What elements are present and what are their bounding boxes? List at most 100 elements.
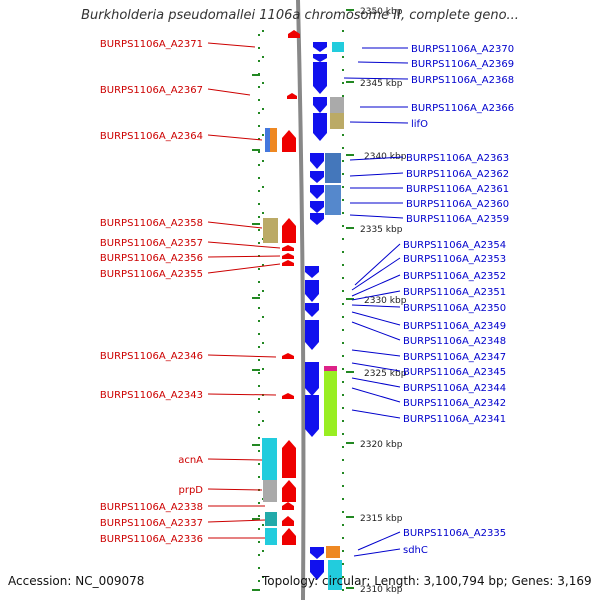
gene-label-right: BURPS1106A_A2370 — [411, 44, 514, 55]
label-connector — [353, 548, 401, 557]
scale-tick-label: 2340 kbp — [364, 152, 407, 162]
label-connector — [351, 304, 401, 308]
track-dot — [342, 342, 344, 344]
track-dot — [258, 268, 260, 270]
label-connector — [351, 377, 401, 388]
gene-arrow-left — [288, 34, 300, 38]
track-dot — [342, 316, 344, 318]
gene-arrow-right — [313, 113, 327, 141]
track-dot — [258, 203, 260, 205]
label-connector — [351, 409, 401, 419]
topology-text: Topology: circular; Length: 3,100,794 bp… — [262, 574, 592, 588]
label-connector — [351, 321, 401, 341]
gene-box — [328, 560, 342, 590]
label-connector — [349, 172, 404, 177]
gene-label-right: BURPS1106A_A2349 — [403, 321, 506, 332]
scale-tick-label: 2345 kbp — [360, 79, 403, 89]
gene-label-right: BURPS1106A_A2352 — [403, 271, 506, 282]
track-dot — [258, 138, 260, 140]
track-dot — [258, 242, 260, 244]
gene-label-right: BURPS1106A_A2360 — [406, 199, 509, 210]
backbone-line — [296, 0, 306, 600]
track-dot — [342, 524, 344, 526]
track-dot — [342, 225, 344, 227]
track-dot — [342, 212, 344, 214]
gene-box — [325, 153, 341, 183]
scale-tick — [252, 444, 260, 446]
track-dot — [262, 368, 264, 370]
gene-label-right: BURPS1106A_A2350 — [403, 303, 506, 314]
gene-box — [265, 128, 270, 152]
track-dot — [262, 576, 264, 578]
scale-tick — [252, 149, 260, 151]
label-connector — [207, 458, 263, 461]
track-dot — [258, 515, 260, 517]
scale-tick-label: 2335 kbp — [360, 225, 403, 235]
track-dot — [262, 550, 264, 552]
gene-box — [324, 366, 337, 371]
track-dot — [258, 463, 260, 465]
track-dot — [342, 446, 344, 448]
track-dot — [342, 459, 344, 461]
gene-label-left: BURPS1106A_A2356 — [100, 253, 203, 264]
track-dot — [262, 524, 264, 526]
track-dot — [342, 576, 344, 578]
track-dot — [342, 589, 344, 591]
gene-arrow-right — [305, 303, 319, 317]
gene-label-left: BURPS1106A_A2338 — [100, 502, 203, 513]
label-connector — [207, 221, 263, 229]
gene-arrow-right — [313, 54, 327, 62]
track-dot — [342, 30, 344, 32]
gene-arrow-left — [282, 218, 296, 243]
gene-arrow-right — [313, 62, 327, 94]
track-dot — [342, 368, 344, 370]
track-dot — [342, 472, 344, 474]
gene-arrow-left — [282, 516, 294, 526]
label-connector — [207, 488, 263, 491]
gene-label-left: BURPS1106A_A2357 — [100, 238, 203, 249]
label-connector — [354, 243, 401, 286]
track-dot — [258, 151, 260, 153]
track-dot — [258, 346, 260, 348]
track-dot — [342, 433, 344, 435]
track-dot — [262, 56, 264, 58]
track-dot — [258, 580, 260, 582]
label-connector — [207, 134, 263, 141]
gene-box — [326, 546, 340, 558]
label-connector — [351, 362, 401, 372]
gene-arrow-right — [310, 185, 324, 199]
track-dot — [342, 69, 344, 71]
label-connector — [207, 519, 266, 523]
gene-arrow-left — [287, 93, 297, 99]
track-dot — [258, 190, 260, 192]
gene-arrow-left — [282, 480, 296, 502]
scale-tick-label: 2310 kbp — [360, 585, 403, 595]
label-connector — [349, 121, 409, 124]
track-dot — [258, 34, 260, 36]
gene-label-right: BURPS1106A_A2369 — [411, 59, 514, 70]
gene-label-right: BURPS1106A_A2362 — [406, 169, 509, 180]
track-dot — [258, 112, 260, 114]
gene-label-right: sdhC — [403, 545, 428, 556]
gene-label-right: BURPS1106A_A2347 — [403, 352, 506, 363]
track-dot — [342, 355, 344, 357]
gene-label-right: BURPS1106A_A2363 — [406, 153, 509, 164]
track-dot — [258, 229, 260, 231]
scale-tick — [252, 74, 260, 76]
scale-tick — [346, 9, 354, 11]
track-dot — [342, 303, 344, 305]
accession-text: Accession: NC_009078 — [8, 574, 145, 588]
track-dot — [262, 108, 264, 110]
label-connector — [351, 387, 401, 403]
gene-label-right: BURPS1106A_A2359 — [406, 214, 509, 225]
track-dot — [258, 398, 260, 400]
track-dot — [262, 212, 264, 214]
scale-tick — [346, 81, 354, 83]
gene-arrow-right — [310, 560, 324, 580]
track-dot — [342, 485, 344, 487]
label-connector — [207, 393, 277, 396]
gene-box — [263, 218, 278, 243]
label-connector — [207, 263, 281, 274]
track-dot — [258, 476, 260, 478]
